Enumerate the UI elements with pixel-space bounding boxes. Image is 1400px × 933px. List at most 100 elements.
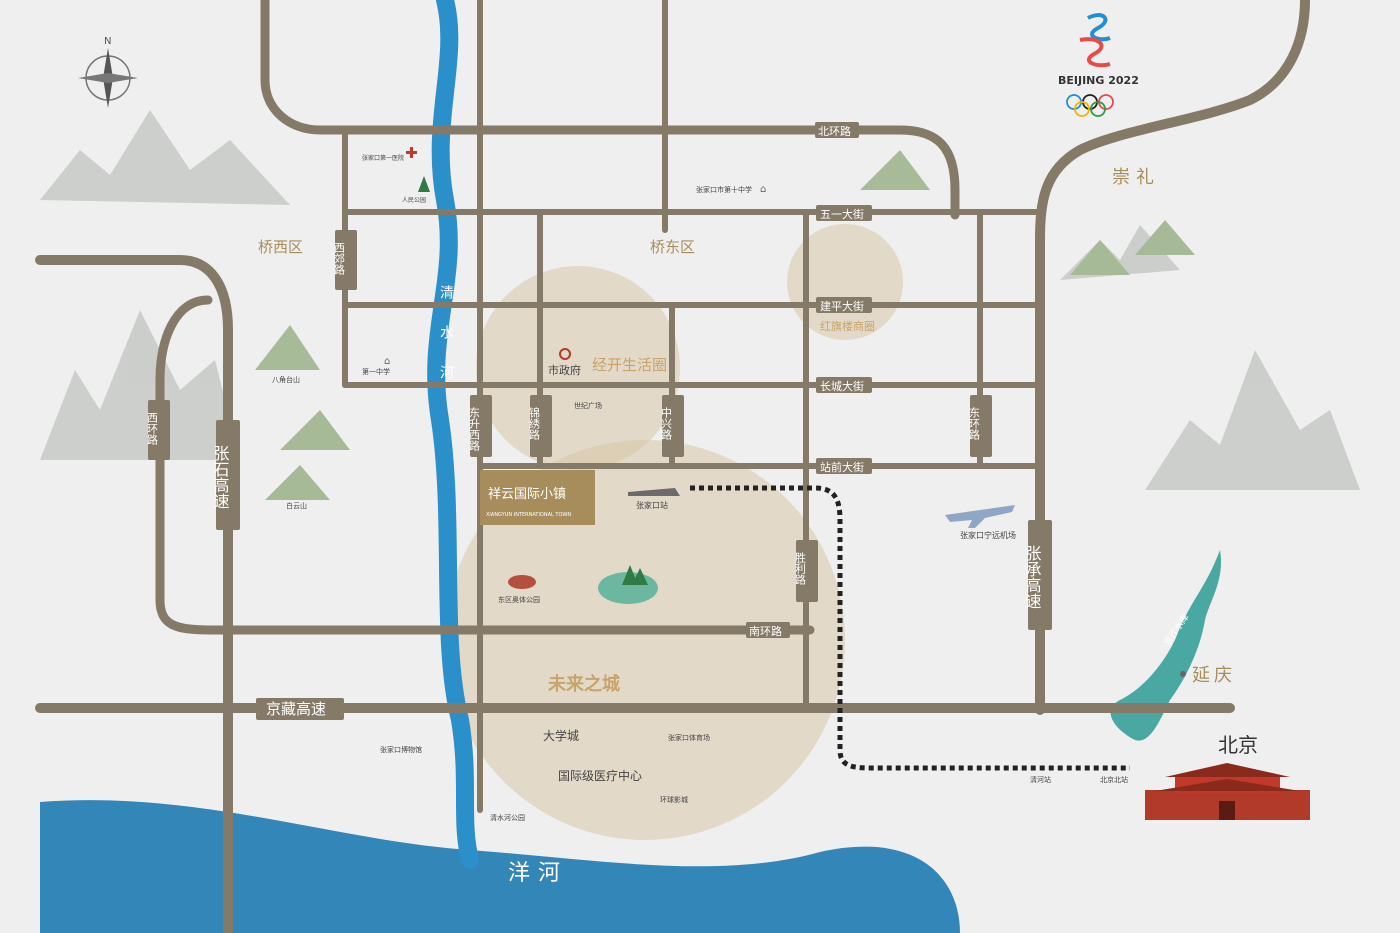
zhangshi-text: 张石高速 — [211, 445, 230, 509]
pois: 市政府 张家口站 张家口宁远机场 大学城 国际级医疗中心 东区奥体公园 世纪广场… — [272, 147, 1128, 822]
mountain-icon — [40, 110, 290, 205]
poi-yiliao[interactable]: 国际级医疗中心 — [558, 768, 642, 783]
project-subtitle: XIANGYUN INTERNATIONAL TOWN — [486, 512, 571, 518]
road-labels: 北环路 五一大街 建平大街 长城大街 站前大街 南环路 京藏高速 张 — [146, 122, 1052, 720]
poi-jichang-label: 张家口宁远机场 — [960, 530, 1016, 540]
district-chongli: 崇礼 — [1112, 167, 1160, 188]
zone-jingkai-circle — [476, 266, 680, 470]
zhangcheng-text: 张承高速 — [1023, 545, 1042, 609]
compass-label: N — [104, 36, 111, 47]
hospital-icon — [406, 147, 417, 158]
mountain-icon — [1070, 240, 1130, 275]
poi-zuqiu-label: 张家口体育场 — [668, 733, 710, 742]
xihuan-label: 西环路 — [146, 412, 159, 446]
zone-weilai-label: 未来之城 — [548, 673, 620, 695]
xijiaolu-label: 西郊路 — [333, 242, 346, 276]
poi-qingshuihe-label: 清水河公园 — [490, 813, 525, 822]
poi-park[interactable] — [598, 565, 658, 604]
nanhuan-label: 南环路 — [749, 625, 782, 638]
jinfu-sign: 锦绣路 — [528, 395, 552, 457]
poi-baguai-label: 八角台山 — [272, 375, 300, 384]
poi-renmin-label: 人民公园 — [402, 197, 426, 204]
poi-diyizhong[interactable]: ⌂ 第一中学 — [362, 356, 390, 376]
tree-icon — [622, 565, 648, 585]
wuyi-sign: 五一大街 — [816, 205, 872, 221]
mountain-icon — [265, 465, 330, 500]
zhangshi-expressway — [35, 255, 233, 933]
mountain-icon — [280, 410, 350, 450]
project-badge[interactable]: 祥云国际小镇 XIANGYUN INTERNATIONAL TOWN — [480, 470, 595, 525]
donghuan-sign: 东环路 — [968, 395, 992, 457]
zhanqian-sign: 站前大街 — [816, 458, 872, 474]
poi-zhanqu[interactable]: 张家口站 — [628, 488, 680, 510]
xijiaolu-sign: 西郊路 — [333, 230, 357, 290]
poi-yiliao-label: 国际级医疗中心 — [558, 768, 642, 783]
poi-bowuyuan-label: 张家口博物馆 — [380, 745, 422, 754]
zhangcheng-expressway — [1035, 0, 1310, 715]
poi-beijing-north-label: 北京北站 — [1100, 775, 1128, 784]
poi-shizhengfu[interactable]: 市政府 — [548, 348, 581, 377]
poi-renmin[interactable]: 人民公园 — [402, 176, 430, 204]
poi-qinghe-label: 清河站 — [1030, 775, 1051, 784]
beihuan-label: 北环路 — [818, 125, 851, 138]
zhongxing-label: 中兴路 — [660, 407, 673, 441]
zhongxing-text: 中兴路 — [660, 407, 673, 441]
gate-icon — [1145, 763, 1310, 820]
district-yanqing: 延庆 — [1180, 665, 1232, 686]
dongshengxi-sign: 东升西路 — [468, 395, 492, 457]
xihuan-sign: 西环路 — [146, 400, 170, 460]
poi-baiyun-label: 白云山 — [286, 501, 307, 510]
poi-shizhong-label: 张家口市第十中学 — [696, 185, 752, 194]
roads — [35, 0, 1310, 933]
jinfu-text: 锦绣路 — [528, 406, 541, 441]
zhangshi-label: 张石高速 — [211, 445, 230, 509]
poi-zhanqu-label: 张家口站 — [636, 500, 668, 510]
poi-aotiyu-label: 东区奥体公园 — [498, 595, 540, 604]
xijiaolu-text: 西郊路 — [333, 242, 346, 276]
jingzang-label: 京藏高速 — [266, 700, 326, 718]
compass-icon: N — [78, 36, 138, 108]
mountain-icon — [1135, 220, 1195, 255]
poi-shizhong[interactable]: ⌂ 张家口市第十中学 — [696, 184, 766, 195]
poi-sbfy[interactable]: 张家口第一医院 — [362, 147, 417, 162]
school-icon: ⌂ — [384, 356, 390, 367]
changqing-label: 长城大街 — [820, 379, 864, 393]
project-name: 祥云国际小镇 — [488, 487, 566, 502]
xihuan-road — [155, 295, 815, 635]
zone-weilai-circle — [445, 440, 845, 840]
shengli-label: 胜利路 — [794, 551, 807, 586]
shengli-sign: 胜利路 — [794, 540, 818, 602]
changqing-sign: 长城大街 — [816, 377, 872, 393]
poi-jichang[interactable]: 张家口宁远机场 — [945, 505, 1016, 540]
poi-sbfy-label: 张家口第一医院 — [362, 154, 404, 162]
olympics-label: BEIJING 2022 — [1058, 74, 1139, 87]
school-icon: ⌂ — [760, 184, 766, 195]
qingshui-label: 清水河 — [438, 285, 454, 405]
jianping-label: 建平大街 — [820, 299, 864, 313]
olympics-logo: BEIJING 2022 — [1058, 13, 1139, 117]
donghuan-label: 东环路 — [968, 407, 981, 441]
airplane-icon — [945, 505, 1015, 528]
tree-icon — [418, 176, 430, 192]
mountain-icon — [860, 150, 930, 190]
stadium-icon — [508, 575, 536, 589]
district-qiaoxi: 桥西区 — [258, 238, 303, 256]
poi-daxuecheng-label: 大学城 — [543, 728, 579, 743]
mountain-icon — [1145, 350, 1360, 490]
donghuan-text: 东环路 — [968, 407, 981, 441]
olympic-rings-icon — [1066, 94, 1114, 117]
poi-aotiyu[interactable]: 东区奥体公园 — [498, 575, 540, 604]
beihuan-sign: 北环路 — [815, 122, 859, 138]
poi-shiji-label: 世纪广场 — [574, 401, 602, 410]
yanghe-label: 洋河 — [508, 861, 568, 886]
rail-line — [690, 485, 1130, 771]
poi-shizhengfu-label: 市政府 — [548, 363, 581, 377]
zhongxing-sign: 中兴路 — [660, 395, 684, 457]
poi-daxuecheng[interactable]: 大学城 — [543, 728, 579, 743]
district-qiaodong: 桥东区 — [650, 238, 695, 256]
nanhuan-sign: 南环路 — [746, 622, 790, 638]
district-beijing: 北京 — [1218, 733, 1258, 757]
jinfu-label: 锦绣路 — [528, 406, 541, 441]
zone-jingkai-label: 经开生活圈 — [592, 356, 667, 374]
